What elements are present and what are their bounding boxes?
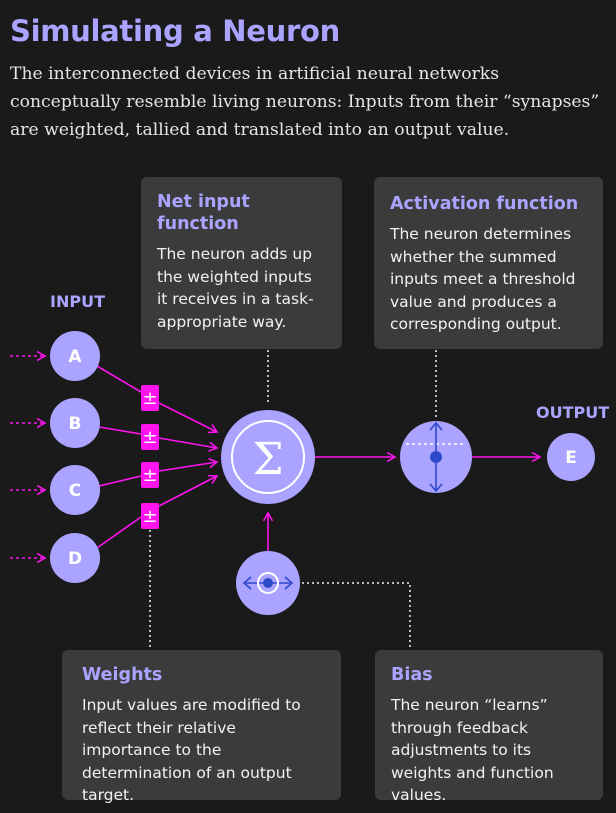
weight-line-a-out (158, 402, 219, 434)
input-node-a: A (50, 331, 100, 381)
bias-title: Bias (391, 665, 433, 685)
weight-line-c-in (98, 475, 142, 487)
input-label: INPUT (50, 292, 105, 311)
weights-box: Weights Input values are modified to ref… (62, 650, 341, 804)
net-input-title: Net input function (157, 192, 250, 234)
svg-text:±: ± (142, 427, 157, 448)
sigma-symbol: Σ (252, 434, 283, 485)
weight-line-d-out (158, 474, 219, 507)
weight-boxes: ± ± ± ± (141, 385, 159, 529)
activation-box: Activation function The neuron determine… (374, 177, 603, 349)
activation-text: The neuron determines whether the summed… (390, 225, 576, 333)
intro-text: The interconnected devices in artificial… (10, 64, 600, 140)
weight-line-c-out (158, 458, 219, 472)
bias-box: Bias The neuron “learns” through feedbac… (375, 650, 603, 804)
output-label: OUTPUT (536, 403, 610, 422)
weight-line-b-out (158, 437, 219, 452)
weight-box-b: ± (141, 424, 159, 450)
net-input-box: Net input function The neuron adds up th… (141, 177, 342, 349)
bias-node (236, 551, 300, 615)
svg-text:D: D (68, 549, 82, 569)
summation-node: Σ (221, 410, 315, 504)
bias-text: The neuron “learns” through feedback adj… (391, 696, 554, 804)
svg-text:B: B (69, 414, 82, 434)
weight-line-b-in (98, 426, 142, 435)
weight-box-a: ± (141, 385, 159, 411)
svg-text:±: ± (142, 465, 157, 486)
activation-node (400, 421, 472, 493)
weight-line-d-in (96, 516, 142, 549)
activation-title: Activation function (390, 194, 579, 214)
svg-text:±: ± (142, 388, 157, 409)
svg-text:C: C (69, 481, 81, 501)
net-input-text: The neuron adds up the weighted inputs i… (157, 245, 314, 331)
svg-text:A: A (68, 347, 82, 367)
weight-line-a-in (96, 365, 142, 393)
svg-text:±: ± (142, 506, 157, 527)
bias-connector (302, 582, 411, 650)
input-node-b: B (50, 398, 100, 448)
output-node-e: E (547, 433, 595, 481)
input-node-c: C (50, 465, 100, 515)
weights-text: Input values are modified to reflect the… (82, 696, 301, 804)
page-title: Simulating a Neuron (10, 14, 340, 48)
weights-title: Weights (82, 665, 163, 685)
svg-text:E: E (565, 448, 577, 468)
weight-box-c: ± (141, 462, 159, 488)
input-node-d: D (50, 533, 100, 583)
weight-box-d: ± (141, 503, 159, 529)
